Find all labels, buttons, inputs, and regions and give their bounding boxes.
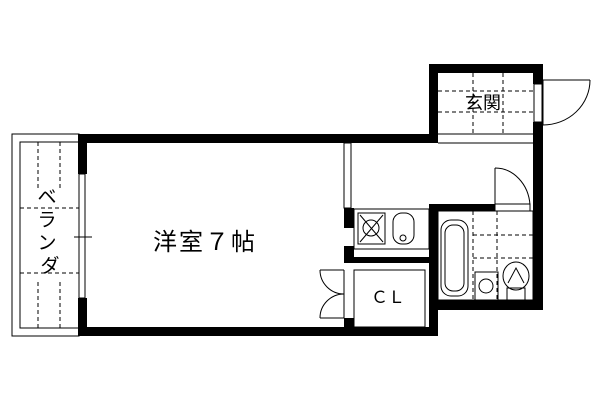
toilet-icon	[502, 261, 530, 291]
partition	[343, 133, 533, 209]
washbasin-icon	[474, 271, 499, 301]
closet	[353, 269, 426, 328]
entrance	[438, 73, 533, 134]
entrance-door[interactable]	[533, 79, 591, 126]
closet-label: ＣＬ	[371, 288, 405, 308]
window	[74, 173, 92, 299]
walls	[78, 64, 543, 336]
bathtub-icon	[440, 219, 469, 297]
entrance-label: 玄関	[465, 93, 501, 114]
bath-door[interactable]	[494, 167, 531, 212]
stove-icon	[357, 212, 386, 245]
bathroom	[437, 210, 534, 301]
veranda-label: ベ ラ ン ダ	[37, 186, 62, 277]
kitchen-counter	[353, 208, 430, 250]
western-room-label: 洋室７帖	[153, 228, 257, 256]
sink-icon	[392, 212, 415, 245]
closet-doors[interactable]	[319, 269, 345, 319]
